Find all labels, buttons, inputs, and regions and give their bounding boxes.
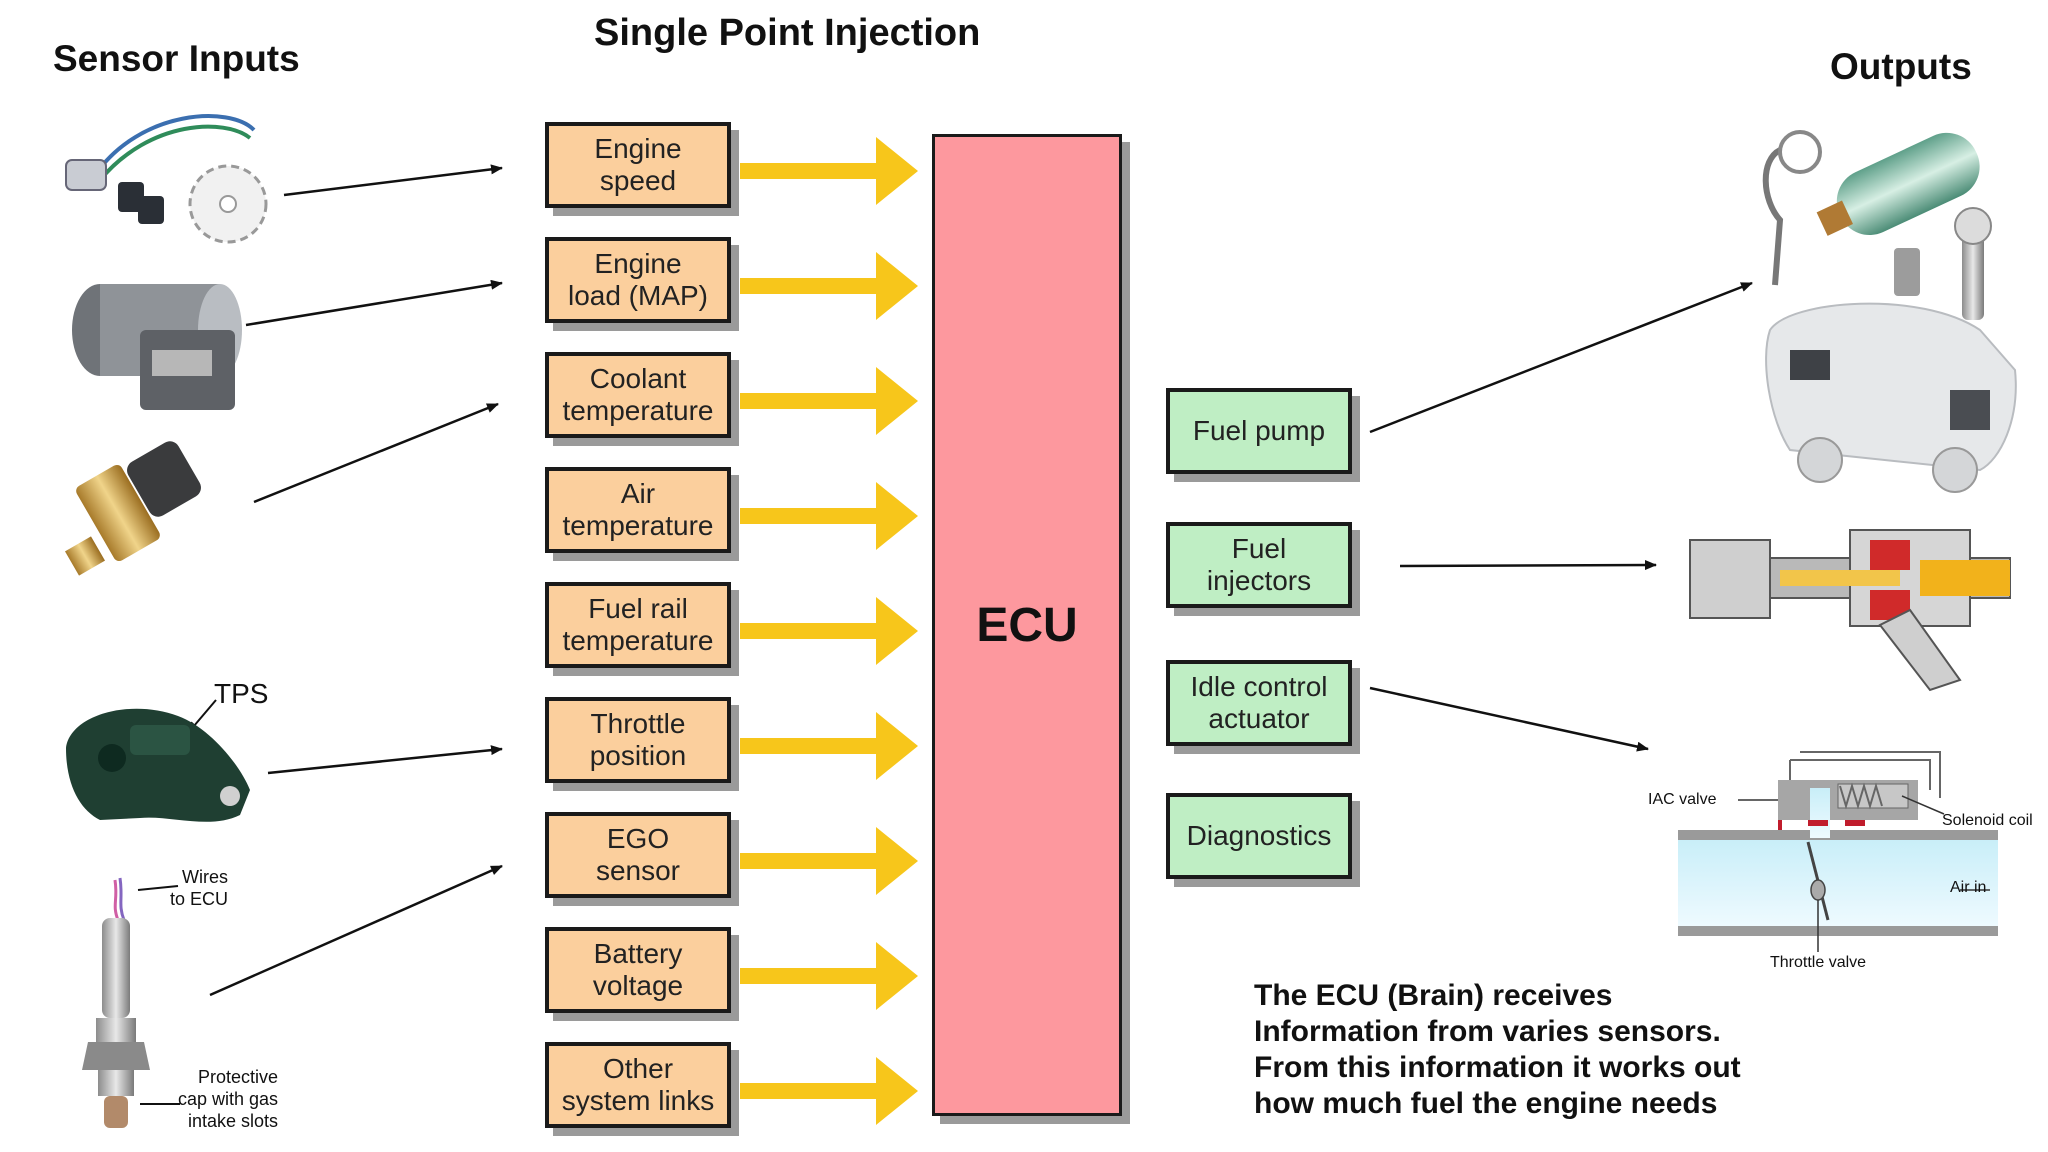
description-line-1: The ECU (Brain) receives [1254,979,1613,1012]
diagram-title: Single Point Injection [594,12,981,54]
outputs-heading: Outputs [1830,46,1972,87]
input-coolant-temperature: Coolant temperature [545,352,731,438]
yellow-arrow-8 [740,942,918,1010]
iac-valve-label: IAC valve [1648,791,1717,808]
sensor-arrows [209,164,503,997]
description-line-3: From this information it works out [1254,1051,1741,1084]
solenoid-coil-label: Solenoid coil [1942,812,2033,829]
ego-sensor-image [82,877,150,1128]
input-throttle-position: Throttle position [545,697,731,783]
arrow-engine-speed [283,164,503,197]
tps-image [66,708,250,822]
fuel-injector-image [1689,529,2011,692]
description-line-4: how much fuel the engine needs [1254,1087,1718,1120]
yellow-arrows [740,137,918,1125]
input-engine-speed: Engine speed [545,122,731,208]
map-sensor-image [72,284,242,410]
output-arrows [1369,281,1753,752]
protective-cap-label: Protective cap with gas intake slots [178,1067,279,1131]
output-idle-control-actuator: Idle control actuator [1166,660,1352,746]
iac-valve-image [1678,751,1998,952]
arrow-injectors [1399,560,1657,571]
output-diagnostics: Diagnostics [1166,793,1352,879]
output-fuel-pump: Fuel pump [1166,388,1352,474]
input-engine-load: Engine load (MAP) [545,237,731,323]
yellow-arrow-6 [740,712,918,780]
tps-label: TPS [214,678,269,709]
input-other-system-links: Other system links [545,1042,731,1128]
input-air-temperature: Air temperature [545,467,731,553]
yellow-arrow-9 [740,1057,918,1125]
arrow-tps [267,745,503,775]
sensor-inputs-heading: Sensor Inputs [53,38,300,79]
air-in-label: Air in [1950,879,1987,896]
crank-sensor-image [65,114,268,244]
ecu-description: The ECU (Brain) receives Information fro… [1254,978,1741,1122]
yellow-arrow-3 [740,367,918,435]
yellow-arrow-2 [740,252,918,320]
arrow-fuel-pump [1369,281,1753,434]
fuel-pump-image [1762,130,2017,493]
wires-label: Wires to ECU [170,867,229,909]
coolant-sensor-image [65,441,201,576]
output-fuel-injectors: Fuel injectors [1166,522,1352,608]
arrow-ego [209,864,503,997]
description-line-2: Information from varies sensors. [1254,1015,1721,1048]
yellow-arrow-1 [740,137,918,205]
arrow-map [245,279,503,327]
yellow-arrow-4 [740,482,918,550]
input-battery-voltage: Battery voltage [545,927,731,1013]
input-fuel-rail-temperature: Fuel rail temperature [545,582,731,668]
input-ego-sensor: EGO sensor [545,812,731,898]
wires-pointer [137,885,179,891]
throttle-valve-label: Throttle valve [1770,954,1867,971]
arrow-idle-control [1369,686,1649,752]
yellow-arrow-7 [740,827,918,895]
yellow-arrow-5 [740,597,918,665]
arrow-coolant [253,402,499,504]
ecu-block: ECU [932,134,1122,1116]
